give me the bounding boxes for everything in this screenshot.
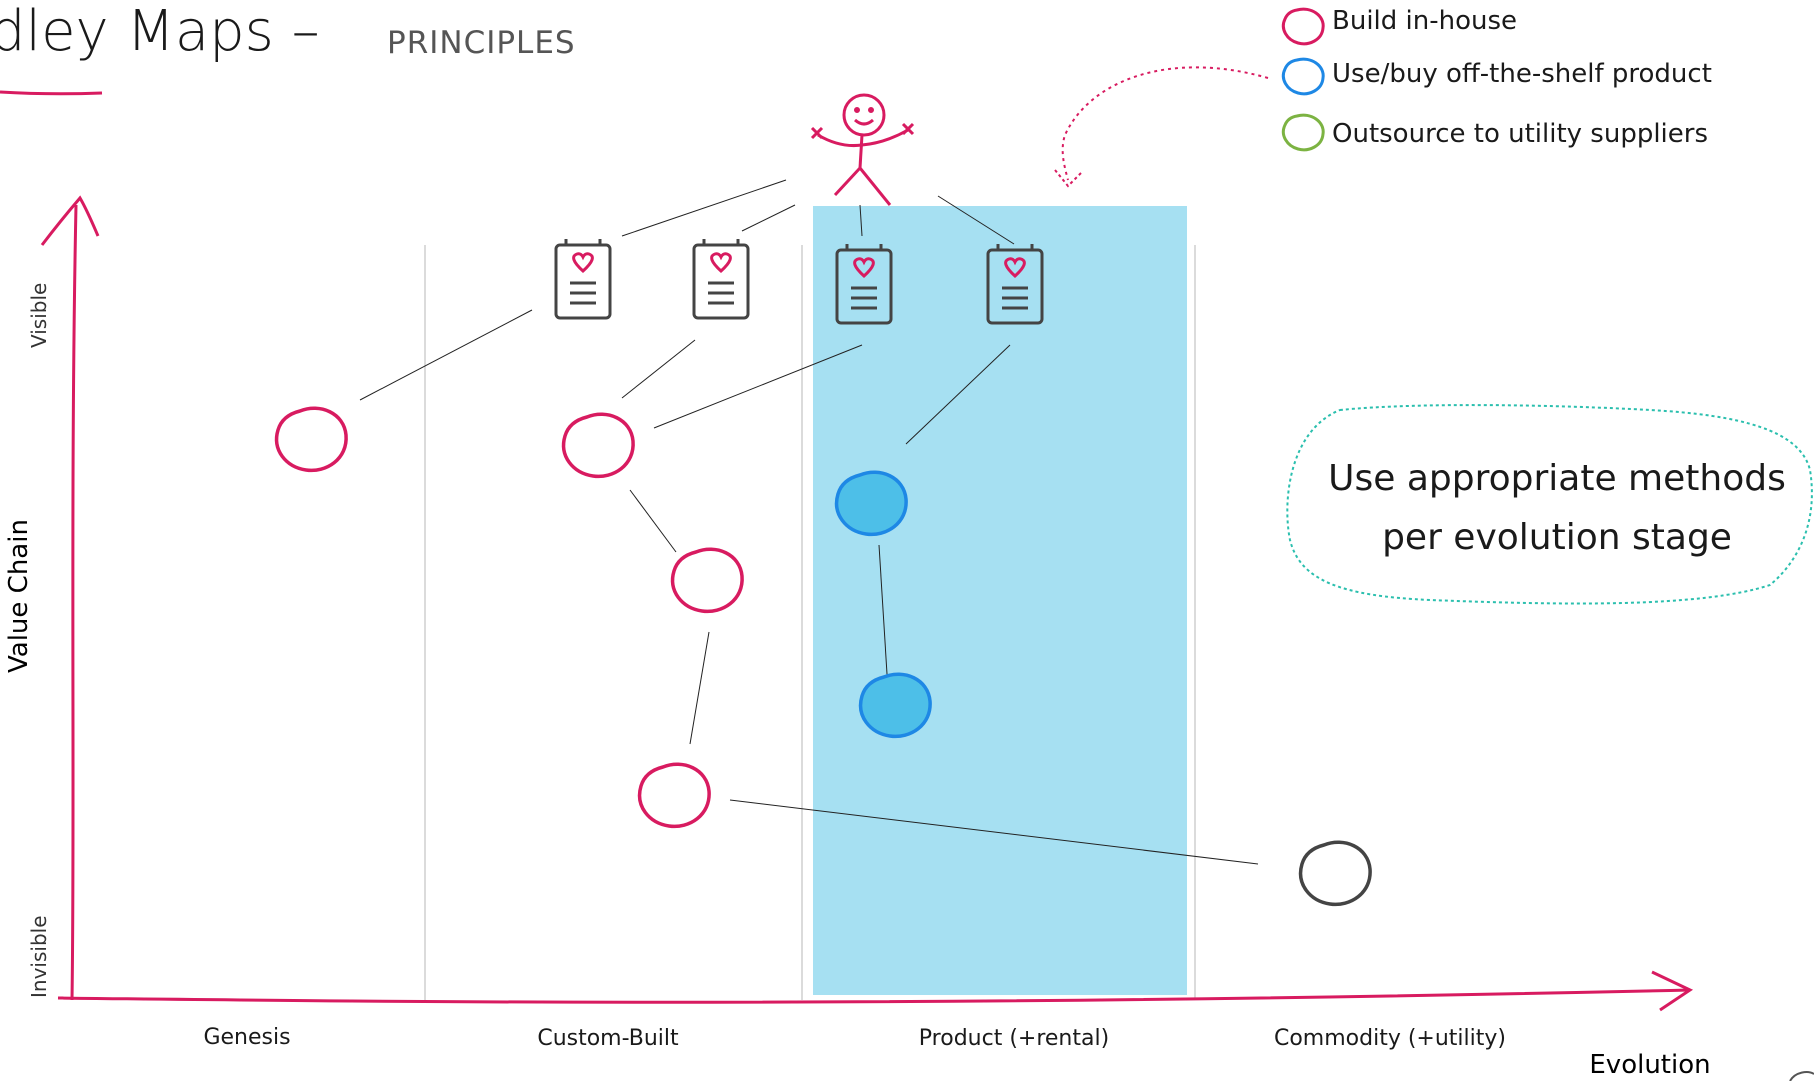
- stage-label-genesis: Genesis: [203, 1025, 290, 1050]
- y-axis: [70, 204, 78, 1001]
- y-axis-arrowhead: [40, 195, 100, 246]
- corner-mark: [1789, 1071, 1814, 1081]
- user-need-document-2: [692, 239, 750, 320]
- component-nodes: [274, 406, 1372, 907]
- legend-outsource-icon: [1281, 113, 1325, 152]
- page-subtitle: PRINCIPLES: [387, 25, 576, 61]
- user-need-document-4: [986, 244, 1044, 325]
- x-axis: [57, 988, 1691, 1004]
- node-commodity: [1298, 840, 1372, 907]
- page-title: dley Maps –: [0, 0, 320, 64]
- stage-label-commodity: Commodity (+utility): [1274, 1026, 1506, 1051]
- legend-build-icon: [1281, 7, 1325, 46]
- stage-dividers: [424, 245, 1196, 1000]
- node-buy-product-2: [858, 672, 932, 739]
- legend-outsource-label: Outsource to utility suppliers: [1332, 119, 1708, 149]
- legend-pointer-arrow: [1061, 66, 1269, 181]
- node-build-custom-1: [561, 412, 635, 479]
- product-stage-highlight: [813, 206, 1187, 995]
- value-chain-links: [359, 179, 1259, 865]
- legend-build-label: Build in-house: [1332, 6, 1517, 36]
- x-axis-arrowhead: [1651, 970, 1694, 1012]
- node-build-genesis: [274, 406, 348, 473]
- user-need-document-3: [835, 244, 893, 325]
- stage-label-custom: Custom-Built: [537, 1026, 679, 1051]
- title-underline: [0, 90, 103, 96]
- legend-buy-icon: [1281, 57, 1325, 96]
- legend-buy-label: Use/buy off-the-shelf product: [1332, 59, 1712, 89]
- x-axis-title: Evolution: [1589, 1050, 1710, 1080]
- callout-bubble: [1286, 404, 1813, 605]
- node-buy-product-1: [834, 470, 908, 537]
- user-stick-figure-icon: [810, 93, 915, 206]
- y-axis-bottom-label: Invisible: [27, 916, 51, 999]
- stage-label-product: Product (+rental): [919, 1026, 1109, 1051]
- user-need-document-icons: [554, 239, 1044, 325]
- legend: Build in-house Use/buy off-the-shelf pro…: [1281, 6, 1712, 152]
- y-axis-title: Value Chain: [4, 519, 34, 673]
- callout-line-2: per evolution stage: [1382, 517, 1732, 558]
- legend-pointer-arrowhead: [1054, 169, 1083, 188]
- callout-line-1: Use appropriate methods: [1328, 458, 1786, 499]
- node-build-custom-3: [637, 762, 711, 829]
- node-build-custom-2: [670, 547, 744, 614]
- y-axis-top-label: Visible: [27, 283, 51, 348]
- user-need-document-1: [554, 239, 612, 320]
